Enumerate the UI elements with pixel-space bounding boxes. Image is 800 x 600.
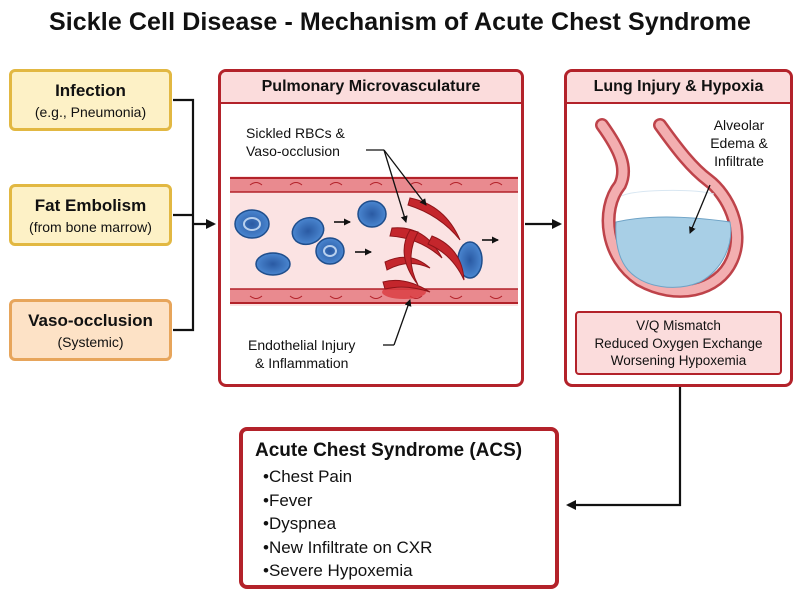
vq-line: V/Q Mismatch xyxy=(636,318,721,333)
rbc xyxy=(291,216,325,246)
alveolar-label-line: Alveolar xyxy=(713,117,765,133)
acs-symptom: Severe Hypoxemia xyxy=(263,559,555,583)
sickled-label-line: Vaso-occlusion xyxy=(246,143,340,159)
sickled-rbc-label: Sickled RBCs & Vaso-occlusion xyxy=(246,124,345,160)
page-title: Sickle Cell Disease - Mechanism of Acute… xyxy=(48,8,752,36)
sickled-rbc xyxy=(384,256,431,271)
cause-heading: Fat Embolism xyxy=(34,196,147,215)
sickled-rbcs xyxy=(382,197,465,293)
blood-vessel xyxy=(230,176,518,306)
vq-line: Reduced Oxygen Exchange xyxy=(594,335,763,351)
cause-heading: Infection xyxy=(55,81,126,100)
rbc xyxy=(255,252,291,276)
cause-sub: (Systemic) xyxy=(57,334,124,350)
acs-symptom-list: Chest Pain Fever Dyspnea New Infiltrate … xyxy=(263,465,555,583)
cause-connector-lines xyxy=(173,98,216,332)
sickled-rbc xyxy=(427,235,465,281)
cause-vaso-occlusion-box: Vaso-occlusion (Systemic) xyxy=(9,299,172,361)
microvasculature-header: Pulmonary Microvasculature xyxy=(221,72,521,104)
alveolar-edema-label: Alveolar Edema & Infiltrate xyxy=(704,116,774,170)
acs-symptom: New Infiltrate on CXR xyxy=(263,536,555,560)
alveolar-label-line: Infiltrate xyxy=(714,153,764,169)
sickled-rbc xyxy=(407,197,461,241)
sickled-rbc xyxy=(382,279,431,293)
endothelial-injury-label: Endothelial Injury & Inflammation xyxy=(248,336,355,372)
vq-line: Worsening Hypoxemia xyxy=(610,353,747,368)
acs-symptom: Dyspnea xyxy=(263,512,555,536)
lung-header: Lung Injury & Hypoxia xyxy=(567,72,790,104)
normal-rbcs xyxy=(234,200,483,279)
annotation-leaders xyxy=(366,149,427,346)
flow-arrows xyxy=(334,218,499,256)
alveolar-label-line: Edema & xyxy=(710,135,768,151)
acs-symptom: Fever xyxy=(263,489,555,513)
cause-heading: Vaso-occlusion xyxy=(28,311,153,330)
cause-sub: (e.g., Pneumonia) xyxy=(34,104,147,120)
endothelial-label-line: Endothelial Injury xyxy=(248,337,356,353)
alveolus-illustration xyxy=(595,118,744,298)
rbc xyxy=(234,209,270,239)
rbc xyxy=(315,237,345,265)
acs-heading: Acute Chest Syndrome (ACS) xyxy=(255,440,523,461)
cause-sub: (from bone marrow) xyxy=(29,219,152,235)
rbc xyxy=(357,200,387,228)
endothelial-label-line: & Inflammation xyxy=(255,355,349,371)
sickled-label-line: Sickled RBCs & xyxy=(246,125,345,141)
cause-fat-embolism-box: Fat Embolism (from bone marrow) xyxy=(9,184,172,246)
acs-symptom: Chest Pain xyxy=(263,465,555,489)
acs-box: Acute Chest Syndrome (ACS) Chest Pain Fe… xyxy=(239,427,559,589)
arrow-to-acs xyxy=(566,387,682,510)
cause-infection-box: Infection (e.g., Pneumonia) xyxy=(9,69,172,131)
vq-mismatch-box: V/Q Mismatch Reduced Oxygen Exchange Wor… xyxy=(575,311,782,375)
sickled-rbc xyxy=(389,227,443,259)
